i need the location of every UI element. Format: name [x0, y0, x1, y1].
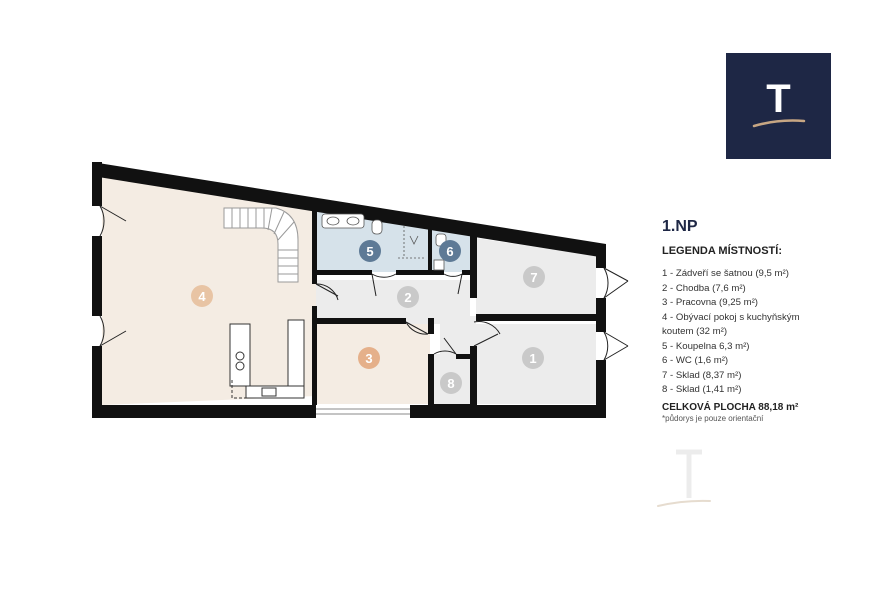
svg-text:4: 4: [198, 289, 206, 304]
legend-item: 1 - Zádveří se šatnou (9,5 m²): [662, 268, 789, 279]
svg-text:8: 8: [447, 376, 454, 391]
floor-title: 1.NP: [662, 218, 698, 235]
svg-text:7: 7: [530, 270, 537, 285]
brand-logo: T: [726, 53, 831, 159]
legend-item: 4 - Obývací pokoj s kuchyňským koutem (3…: [662, 311, 800, 338]
legend-item: 7 - Sklad (8,37 m²): [662, 369, 742, 381]
legend-item: 3 - Pracovna (9,25 m²): [662, 297, 758, 308]
logo-swoosh-icon: [752, 119, 806, 128]
logo-letter: T: [766, 77, 791, 121]
svg-text:3: 3: [365, 351, 372, 366]
room-badge-5: 5: [359, 240, 381, 262]
room-2-area: [316, 280, 476, 404]
inner-walls: [312, 208, 598, 406]
room-badge-4: 4: [191, 285, 213, 307]
legend-heading: LEGENDA MÍSTNOSTÍ:: [662, 245, 782, 257]
room-badge-3: 3: [358, 347, 380, 369]
legend-item: 5 - Koupelna 6,3 m²): [662, 340, 750, 352]
watermark-logo-icon: [657, 449, 711, 507]
doors: [99, 205, 629, 361]
legend-list: 1 - Zádveří se šatnou (9,5 m²) 2 - Chodb…: [662, 267, 882, 398]
legend-item: 8 - Sklad (1,41 m²): [662, 384, 742, 395]
room-badge-1: 1: [522, 347, 544, 369]
legend-item: 2 - Chodba (7,6 m²): [662, 282, 746, 294]
room-badge-2: 2: [397, 286, 419, 308]
room-badge-8: 8: [440, 372, 462, 394]
bathroom-fixtures: [321, 213, 447, 271]
svg-text:1: 1: [529, 351, 536, 366]
kitchen-counter: [229, 319, 305, 399]
svg-text:5: 5: [366, 244, 373, 259]
legend-item: 6 - WC (1,6 m²): [662, 355, 729, 366]
room-badge-7: 7: [523, 266, 545, 288]
svg-text:2: 2: [404, 290, 411, 305]
staircase: [223, 207, 299, 283]
total-area: CELKOVÁ PLOCHA 88,18 m²: [662, 401, 799, 413]
outer-walls: [92, 162, 606, 418]
window: [316, 405, 410, 418]
disclaimer-note: *půdorys je pouze orientační: [662, 413, 764, 423]
room-legend: 1.NP LEGENDA MÍSTNOSTÍ: 1 - Zádveří se š…: [662, 218, 882, 423]
svg-text:6: 6: [446, 244, 453, 259]
room-badge-6: 6: [439, 240, 461, 262]
